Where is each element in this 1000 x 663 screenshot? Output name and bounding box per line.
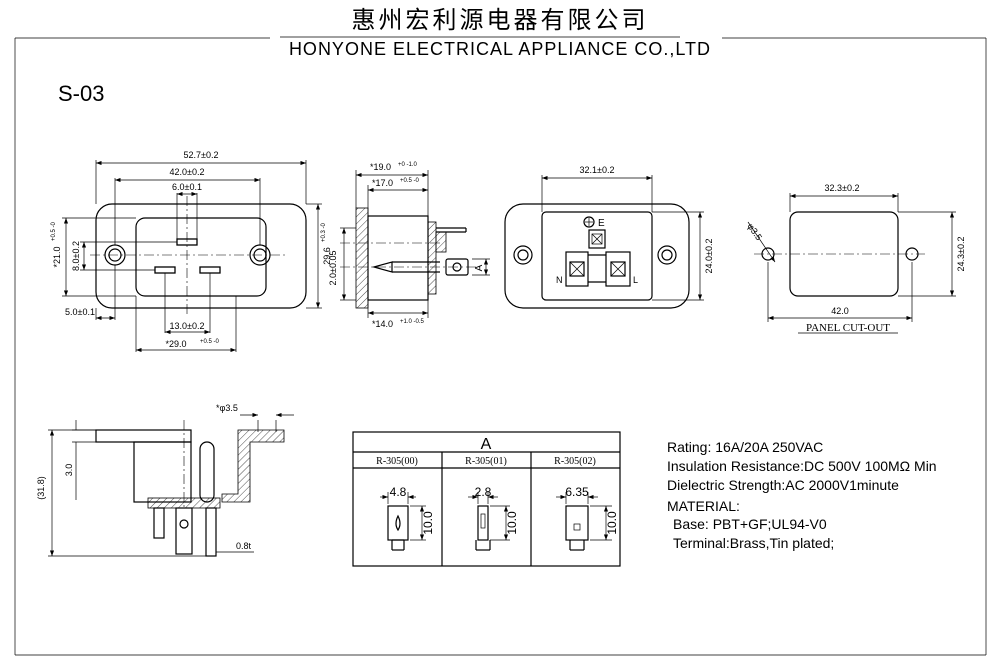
dim-rear-width: 32.1±0.2 — [580, 165, 615, 175]
dim-rear-height: 24.0±0.2 — [704, 239, 714, 274]
terminal-length: 10.0 — [505, 511, 519, 535]
dim-section-hole: *φ3.5 — [216, 403, 238, 413]
terminal-length-group: 10.0 — [605, 511, 619, 535]
dim-body-width-tol: +0.5 -0 — [200, 339, 220, 345]
spec-material-heading: MATERIAL: — [667, 498, 740, 514]
side-label-a-group: A — [474, 264, 485, 271]
terminal-length-group: 10.0 — [421, 511, 435, 535]
terminal-col-name: R-305(02) — [554, 456, 596, 467]
spec-dielectric: Dielectric Strength:AC 2000V1minute — [667, 477, 899, 493]
rear-label-l: L — [633, 275, 638, 285]
terminal-length: 10.0 — [605, 511, 619, 535]
side-view — [340, 170, 490, 318]
dim-section-step-group: 3.0 — [64, 464, 74, 477]
dim-height-right-tol: +0.3 -0 — [321, 222, 327, 242]
dim-cutout-hole: φ3.5 — [745, 221, 764, 242]
terminal-length: 10.0 — [421, 511, 435, 535]
rear-label-n: N — [556, 275, 563, 285]
terminal-table-title: A — [481, 436, 492, 453]
terminal-width: 6.35 — [565, 485, 589, 499]
section-view — [48, 412, 294, 557]
spec-terminal: Terminal:Brass,Tin plated; — [673, 535, 834, 551]
drawing-frame — [14, 36, 987, 656]
dim-section-thickness: 0.8t — [236, 541, 252, 551]
terminal-length-group: 10.0 — [505, 511, 519, 535]
dim-pin-spacing: 6.0±0.1 — [172, 182, 202, 192]
company-name-chinese: 惠州宏利源电器有限公司 — [352, 7, 649, 34]
terminal-col-name: R-305(01) — [465, 456, 507, 467]
dim-side-left-group: 2.0±0.05 — [328, 251, 338, 286]
terminal-col-name: R-305(00) — [376, 456, 418, 467]
dim-hole-spacing: 42.0±0.2 — [170, 167, 205, 177]
dim-section-step: 3.0 — [64, 464, 74, 477]
rear-label-e: E — [598, 218, 605, 229]
dim-height-right: 29.6 — [322, 247, 332, 265]
dim-height-left: *21.0 — [52, 246, 62, 267]
dim-height-right-group: 29.6 +0.3 -0 — [321, 222, 332, 264]
dim-side-bottom-tol: +1.0 -0.5 — [400, 319, 425, 325]
terminal-table — [352, 431, 621, 567]
panel-cutout-title: PANEL CUT-OUT — [806, 322, 890, 334]
dim-section-overall-group: (31.8) — [36, 476, 46, 500]
dim-cutout-height-group: 24.3±0.2 — [956, 237, 966, 272]
company-name-english: HONYONE ELECTRICAL APPLIANCE CO.,LTD — [289, 39, 711, 59]
dim-section-overall: (31.8) — [36, 476, 46, 500]
dim-cutout-span: 42.0 — [831, 306, 849, 316]
dim-overall-width: 52.7±0.2 — [184, 150, 219, 160]
terminal-width: 2.8 — [475, 485, 492, 499]
dim-body-width: *29.0 — [165, 339, 186, 349]
spec-base: Base: PBT+GF;UL94-V0 — [673, 516, 827, 532]
dim-height-left-group: *21.0 +0.5 -0 — [51, 221, 62, 267]
dim-side-top1-tol: +0 -1.0 — [398, 162, 418, 168]
panel-cutout-view — [747, 193, 956, 334]
dim-side-top2: *17.0 — [372, 178, 393, 188]
spec-rating: Rating: 16A/20A 250VAC — [667, 439, 823, 455]
spec-insulation: Insulation Resistance:DC 500V 100MΩ Min — [667, 458, 937, 474]
dim-left-offset: 5.0±0.1 — [65, 307, 95, 317]
front-view — [62, 160, 322, 353]
rear-view — [504, 175, 704, 309]
dim-cutout-width: 32.3±0.2 — [825, 183, 860, 193]
dim-rear-height-group: 24.0±0.2 — [704, 239, 714, 274]
terminal-width: 4.8 — [390, 485, 407, 499]
dim-pin-offset-group: 8.0±0.2 — [71, 241, 81, 271]
dim-side-bottom: *14.0 — [372, 319, 393, 329]
dim-side-top1: *19.0 — [370, 162, 391, 172]
specifications: Rating: 16A/20A 250VAC Insulation Resist… — [667, 439, 937, 551]
model-number: S-03 — [58, 81, 104, 106]
dim-side-left: 2.0±0.05 — [328, 251, 338, 286]
dim-cutout-hole-group: φ3.5 — [745, 221, 764, 242]
dim-side-top2-tol: +0.5 -0 — [400, 178, 420, 184]
dim-cutout-height: 24.3±0.2 — [956, 237, 966, 272]
dim-height-left-tol: +0.5 -0 — [51, 221, 57, 241]
dim-center-offset: 13.0±0.2 — [170, 321, 205, 331]
side-label-a: A — [474, 264, 485, 271]
dim-pin-offset: 8.0±0.2 — [71, 241, 81, 271]
